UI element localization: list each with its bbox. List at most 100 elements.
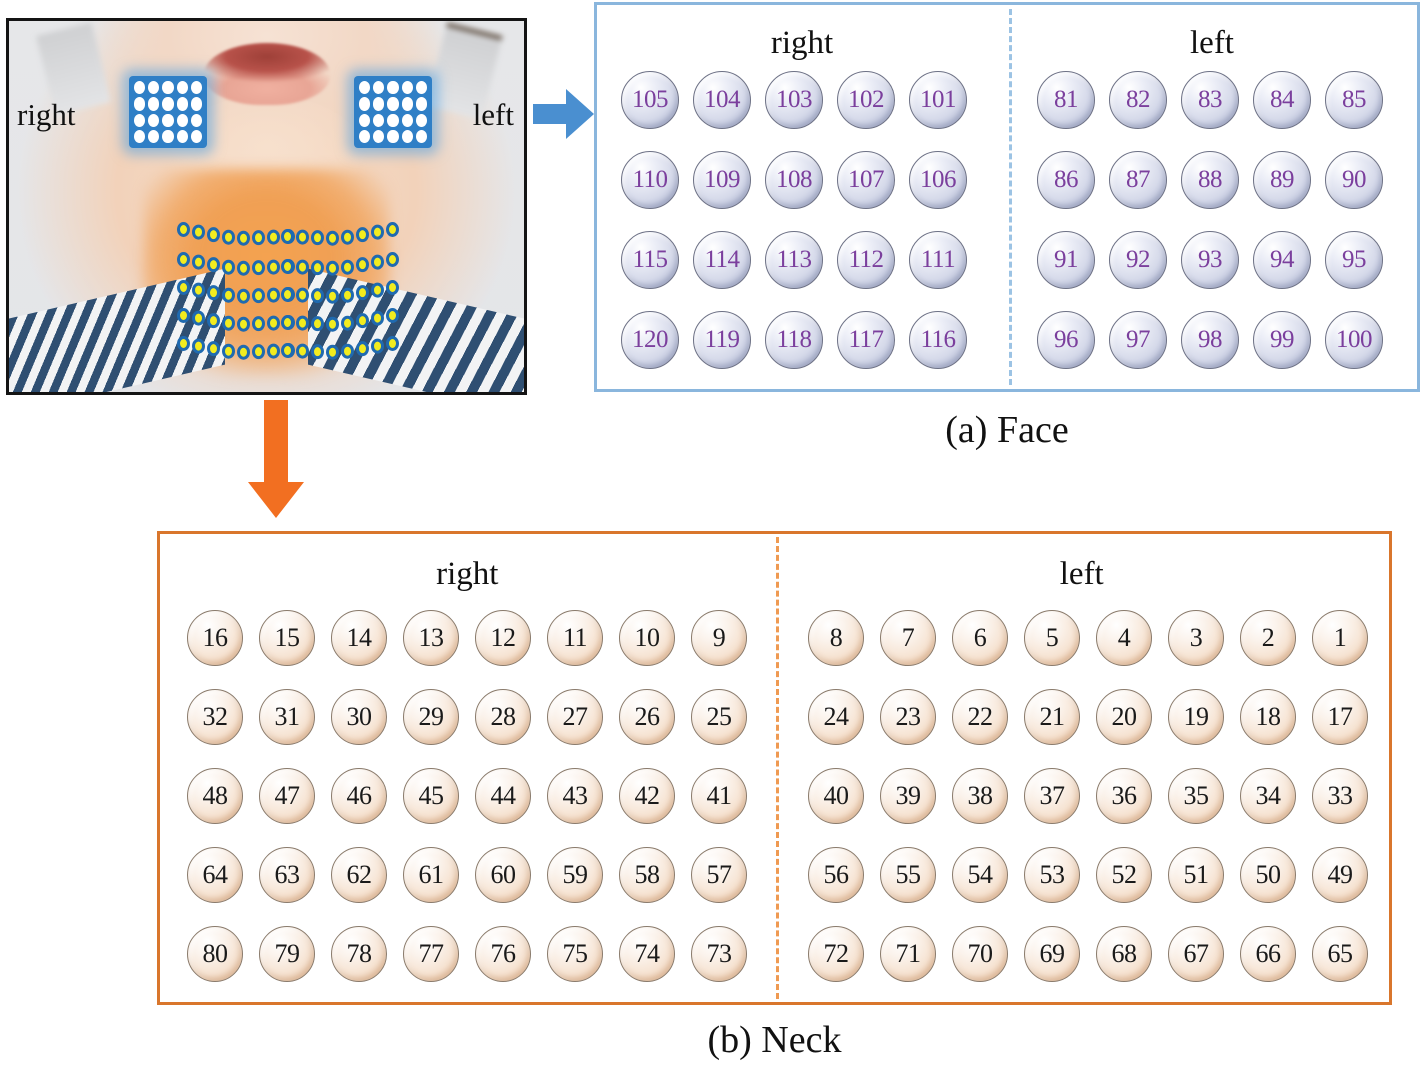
measurement-point-43: 43 xyxy=(547,768,603,824)
measurement-point-35: 35 xyxy=(1168,768,1224,824)
measurement-point-37: 37 xyxy=(1024,768,1080,824)
measurement-point-24: 24 xyxy=(808,689,864,745)
measurement-point-69: 69 xyxy=(1024,926,1080,982)
neck-dot xyxy=(341,259,354,275)
cheek-dot xyxy=(148,129,160,143)
neck-dot xyxy=(386,222,399,237)
measurement-point-27: 27 xyxy=(547,689,603,745)
cheek-dot xyxy=(387,81,399,95)
neck-dot-row xyxy=(177,336,295,360)
neck-dot xyxy=(311,316,324,332)
neck-dot xyxy=(237,288,250,304)
measurement-point-88: 88 xyxy=(1181,151,1239,209)
neck-dot xyxy=(222,229,235,245)
measurement-point-65: 65 xyxy=(1312,926,1368,982)
measurement-point-106: 106 xyxy=(909,151,967,209)
measurement-point-30: 30 xyxy=(331,689,387,745)
measurement-point-119: 119 xyxy=(693,311,751,369)
cheek-dot xyxy=(401,113,413,127)
subject-photo: right left xyxy=(6,18,527,395)
cheek-dot xyxy=(415,97,427,111)
measurement-point-8: 8 xyxy=(808,610,864,666)
measurement-point-92: 92 xyxy=(1109,231,1167,289)
measurement-point-31: 31 xyxy=(259,689,315,745)
measurement-point-100: 100 xyxy=(1325,311,1383,369)
neck-dot xyxy=(237,230,250,246)
measurement-point-97: 97 xyxy=(1109,311,1167,369)
neck-dot xyxy=(356,313,369,329)
measurement-point-12: 12 xyxy=(475,610,531,666)
measurement-point-40: 40 xyxy=(808,768,864,824)
neck-dot xyxy=(326,230,339,246)
neck-dot-row xyxy=(281,308,399,332)
cheek-dot xyxy=(373,113,385,127)
measurement-point-22: 22 xyxy=(952,689,1008,745)
measurement-point-48: 48 xyxy=(187,768,243,824)
measurement-point-4: 4 xyxy=(1096,610,1152,666)
measurement-point-95: 95 xyxy=(1325,231,1383,289)
cheek-dot xyxy=(373,97,385,111)
measurement-point-82: 82 xyxy=(1109,71,1167,129)
cheek-dot xyxy=(162,81,174,95)
measurement-point-21: 21 xyxy=(1024,689,1080,745)
measurement-point-80: 80 xyxy=(187,926,243,982)
cheek-dot xyxy=(176,97,188,111)
measurement-point-118: 118 xyxy=(765,311,823,369)
neck-dot xyxy=(311,344,324,360)
neck-dot-row xyxy=(281,336,399,360)
neck-dot-row xyxy=(177,308,295,332)
neck-dot xyxy=(252,230,265,246)
right-arrow-icon xyxy=(533,89,594,139)
neck-dot-row xyxy=(177,222,295,246)
measurement-point-105: 105 xyxy=(621,71,679,129)
face-heading-right: right xyxy=(770,25,834,61)
cheek-patch-left xyxy=(354,76,432,148)
measurement-point-94: 94 xyxy=(1253,231,1311,289)
measurement-point-103: 103 xyxy=(765,71,823,129)
measurement-point-58: 58 xyxy=(619,847,675,903)
neck-dot xyxy=(252,260,265,276)
measurement-point-70: 70 xyxy=(952,926,1008,982)
measurement-point-59: 59 xyxy=(547,847,603,903)
neck-dot-row xyxy=(177,252,295,276)
cheek-dot xyxy=(190,81,202,95)
measurement-point-112: 112 xyxy=(837,231,895,289)
neck-dot xyxy=(296,287,309,303)
neck-dot xyxy=(356,285,369,301)
measurement-point-54: 54 xyxy=(952,847,1008,903)
measurement-point-41: 41 xyxy=(691,768,747,824)
measurement-point-75: 75 xyxy=(547,926,603,982)
neck-dot xyxy=(192,310,205,326)
neck-heading-left: left xyxy=(1059,556,1104,592)
cheek-dot xyxy=(190,97,202,111)
measurement-point-108: 108 xyxy=(765,151,823,209)
cheek-dot xyxy=(415,129,427,143)
neck-dot-row xyxy=(281,252,399,276)
neck-dot xyxy=(311,230,324,246)
cheek-dot xyxy=(359,113,371,127)
measurement-point-67: 67 xyxy=(1168,926,1224,982)
cheek-dot xyxy=(176,129,188,143)
measurement-point-28: 28 xyxy=(475,689,531,745)
neck-dot-row xyxy=(177,280,295,304)
cheek-dot xyxy=(176,113,188,127)
face-panel-divider xyxy=(1008,9,1012,385)
neck-dot xyxy=(326,344,339,360)
neck-dot xyxy=(341,229,354,245)
neck-dot xyxy=(296,343,309,359)
neck-dot xyxy=(356,341,369,357)
measurement-point-38: 38 xyxy=(952,768,1008,824)
measurement-point-20: 20 xyxy=(1096,689,1152,745)
measurement-point-115: 115 xyxy=(621,231,679,289)
measurement-point-120: 120 xyxy=(621,311,679,369)
